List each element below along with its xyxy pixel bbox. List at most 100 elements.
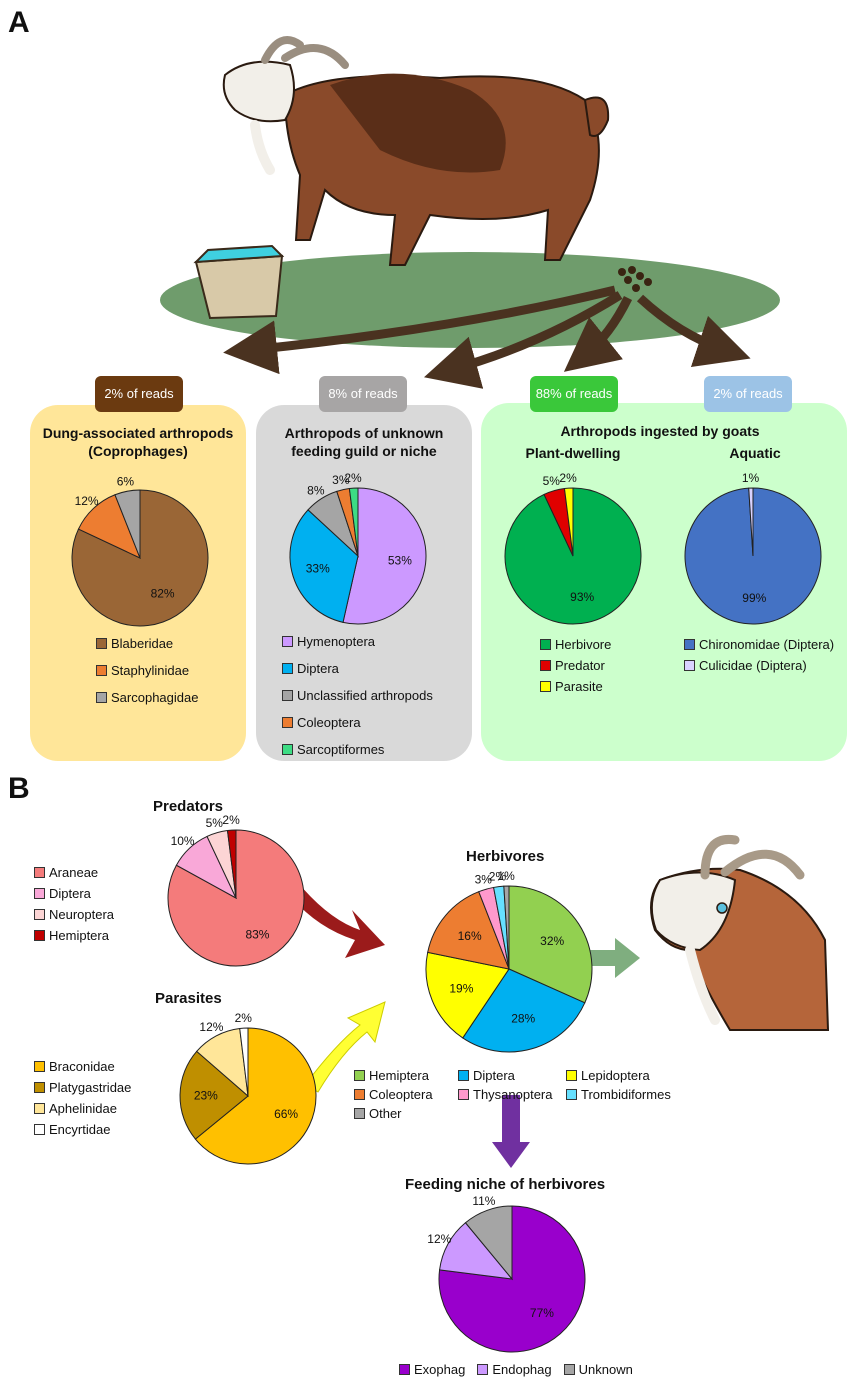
herbivores-slice-diptera bbox=[462, 968, 586, 1053]
predators-legend-item: Araneae bbox=[34, 862, 114, 883]
dung-legend-label: Sarcophagidae bbox=[111, 690, 199, 705]
parasites-legend-label: Aphelinidae bbox=[49, 1101, 117, 1116]
unknown-legend-item: Unclassified arthropods bbox=[282, 682, 433, 709]
unknown-label-diptera: 33% bbox=[306, 562, 330, 576]
unknown-label-coleoptera: 3% bbox=[332, 473, 350, 487]
herbivores-legend-item: Other bbox=[354, 1104, 458, 1123]
dung-pie-chart: 82%12%6% bbox=[71, 474, 209, 627]
herbivores-legend-item: Hemiptera bbox=[354, 1066, 458, 1085]
predators-legend-item: Neuroptera bbox=[34, 904, 114, 925]
niche-legend-item: Endophag bbox=[477, 1362, 552, 1377]
predators-slice-araneae bbox=[167, 829, 305, 967]
distribution-arrows bbox=[223, 285, 751, 389]
predators-legend-swatch bbox=[34, 867, 45, 878]
unknown-title: Arthropods of unknown feeding guild or n… bbox=[284, 425, 444, 459]
predators-legend-swatch bbox=[34, 909, 45, 920]
predators-legend-swatch bbox=[34, 888, 45, 899]
parasites-slice-braconidae bbox=[194, 1027, 317, 1165]
parasites-legend-swatch bbox=[34, 1082, 45, 1093]
herbivores-legend-swatch bbox=[354, 1070, 365, 1081]
unknown-legend-swatch bbox=[282, 717, 293, 728]
goat-body bbox=[222, 36, 610, 266]
herbivores-slice-hemiptera bbox=[508, 885, 593, 1004]
niche-legend-item: Exophag bbox=[399, 1362, 465, 1377]
parasites-label-platygastridae: 23% bbox=[194, 1088, 218, 1102]
parasites-legend-label: Platygastridae bbox=[49, 1080, 132, 1095]
herbivores-legend-label: Diptera bbox=[473, 1068, 515, 1083]
herbivores-legend-swatch bbox=[458, 1089, 469, 1100]
unknown-slice-hymenoptera bbox=[342, 487, 427, 625]
predators-label-neuroptera: 5% bbox=[206, 816, 224, 830]
herbivores-label-coleoptera: 16% bbox=[458, 929, 482, 943]
unknown-slice-diptera bbox=[289, 509, 359, 623]
niche-arrow bbox=[492, 1095, 530, 1168]
herbivores-legend-swatch bbox=[354, 1108, 365, 1119]
parasites-legend-item: Platygastridae bbox=[34, 1077, 131, 1098]
dung-legend-item: Staphylinidae bbox=[96, 657, 198, 684]
niche-slice-unknown bbox=[464, 1205, 513, 1281]
herbivores-legend-label: Hemiptera bbox=[369, 1068, 429, 1083]
unknown-legend-swatch bbox=[282, 663, 293, 674]
predators-legend-label: Araneae bbox=[49, 865, 99, 880]
parasites-legend-swatch bbox=[34, 1103, 45, 1114]
unknown-label-hymenoptera: 53% bbox=[388, 554, 412, 568]
aquatic-legend-label: Chironomidae (Diptera) bbox=[699, 637, 835, 652]
unknown-legend-item: Hymenoptera bbox=[282, 628, 433, 655]
dung-legend-item: Blaberidae bbox=[96, 630, 198, 657]
water-trough bbox=[193, 244, 285, 320]
plant-reads-badge: 88% of reads bbox=[530, 376, 618, 412]
niche-label-endophag: 12% bbox=[427, 1232, 451, 1246]
herbivores-legend-label: Other bbox=[369, 1106, 402, 1121]
niche-legend-label: Endophag bbox=[492, 1362, 552, 1377]
goat-head bbox=[650, 834, 830, 1031]
aquatic-label-chironomidae-diptera-: 99% bbox=[742, 591, 766, 605]
parasites-slice-encyrtidae bbox=[239, 1027, 249, 1097]
herbivores-legend-label: Thysanoptera bbox=[473, 1087, 553, 1102]
niche-legend-label: Unknown bbox=[578, 1362, 633, 1377]
niche-legend-swatch bbox=[477, 1364, 489, 1375]
herbivores-label-other: 1% bbox=[497, 869, 515, 883]
aquatic-subtitle: Aquatic bbox=[729, 445, 781, 461]
plant-subtitle: Plant-dwelling bbox=[525, 445, 621, 461]
goat-illustration bbox=[160, 36, 780, 389]
predators-legend-item: Hemiptera bbox=[34, 925, 114, 946]
niche-legend-item: Unknown bbox=[563, 1362, 633, 1377]
niche-title: Feeding niche of herbivores bbox=[405, 1176, 606, 1193]
dung-label-blaberidae: 82% bbox=[151, 587, 175, 601]
parasites-label-braconidae: 66% bbox=[274, 1107, 298, 1121]
predators-pie-chart: 83%10%5%2% bbox=[167, 813, 305, 967]
plant-slice-parasite bbox=[563, 487, 574, 557]
unknown-legend-label: Coleoptera bbox=[297, 715, 361, 730]
predators-label-hemiptera: 2% bbox=[222, 813, 240, 827]
predators-legend-label: Hemiptera bbox=[49, 928, 109, 943]
niche-legend-swatch bbox=[399, 1364, 410, 1375]
panel-a-letter: A bbox=[8, 6, 30, 39]
herbivores-legend-label: Coleoptera bbox=[369, 1087, 433, 1102]
plant-legend-label: Parasite bbox=[555, 679, 603, 694]
predators-slice-hemiptera bbox=[226, 829, 237, 899]
niche-legend-swatch bbox=[563, 1364, 575, 1375]
predators-label-araneae: 83% bbox=[245, 927, 269, 941]
parasites-pie-chart: 66%23%12%2% bbox=[179, 1011, 317, 1165]
dung-legend-item: Sarcophagidae bbox=[96, 684, 198, 711]
predators-title: Predators bbox=[153, 798, 224, 815]
herbivores-legend-item: Trombidiformes bbox=[566, 1085, 674, 1104]
niche-legend: Exophag Endophag Unknown bbox=[399, 1362, 633, 1377]
unknown-legend-swatch bbox=[282, 690, 293, 701]
dung-pellets bbox=[618, 266, 652, 292]
herbivores-legend-swatch bbox=[566, 1070, 577, 1081]
unknown-legend-swatch bbox=[282, 636, 293, 647]
dung-legend-label: Blaberidae bbox=[111, 636, 174, 651]
unknown-label-unclassified-arthropods: 8% bbox=[307, 483, 325, 497]
plant-legend-item: Parasite bbox=[540, 676, 611, 697]
aquatic-legend-label: Culicidae (Diptera) bbox=[699, 658, 807, 673]
plant-legend-label: Herbivore bbox=[555, 637, 612, 652]
parasites-legend-item: Braconidae bbox=[34, 1056, 131, 1077]
niche-label-unknown: 11% bbox=[472, 1194, 495, 1208]
unknown-legend-label: Diptera bbox=[297, 661, 339, 676]
dung-legend-label: Staphylinidae bbox=[111, 663, 190, 678]
